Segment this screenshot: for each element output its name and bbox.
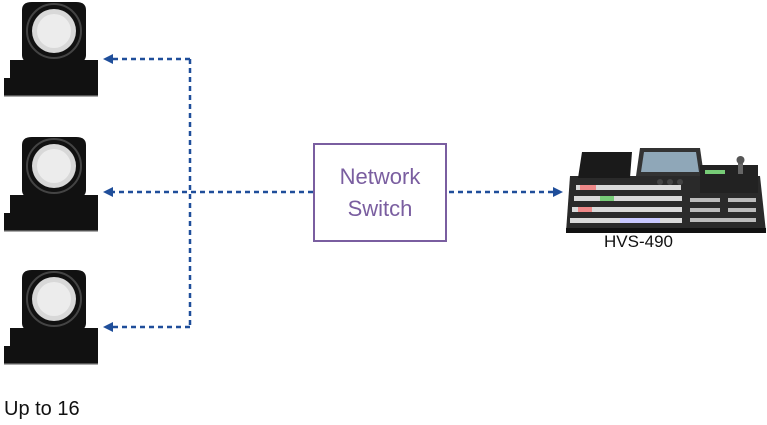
arrow-camera-3	[103, 322, 113, 332]
switcher-label: HVS-490	[604, 232, 673, 251]
network-switch-label-line1: Network	[339, 163, 421, 189]
video-switcher-console-icon	[566, 148, 766, 233]
camera-1	[3, 1, 99, 98]
arrow-camera-2	[103, 187, 113, 197]
camera-2	[3, 136, 99, 233]
link-lines	[112, 57, 553, 329]
arrowheads	[103, 54, 563, 332]
network-switch-box: Network Switch	[313, 143, 447, 242]
network-switch-label-line2: Switch	[347, 195, 413, 221]
camera-count-label: Up to 16	[4, 398, 80, 420]
arrow-camera-1	[103, 54, 113, 64]
arrow-switcher	[553, 187, 563, 197]
camera-3	[3, 269, 99, 366]
